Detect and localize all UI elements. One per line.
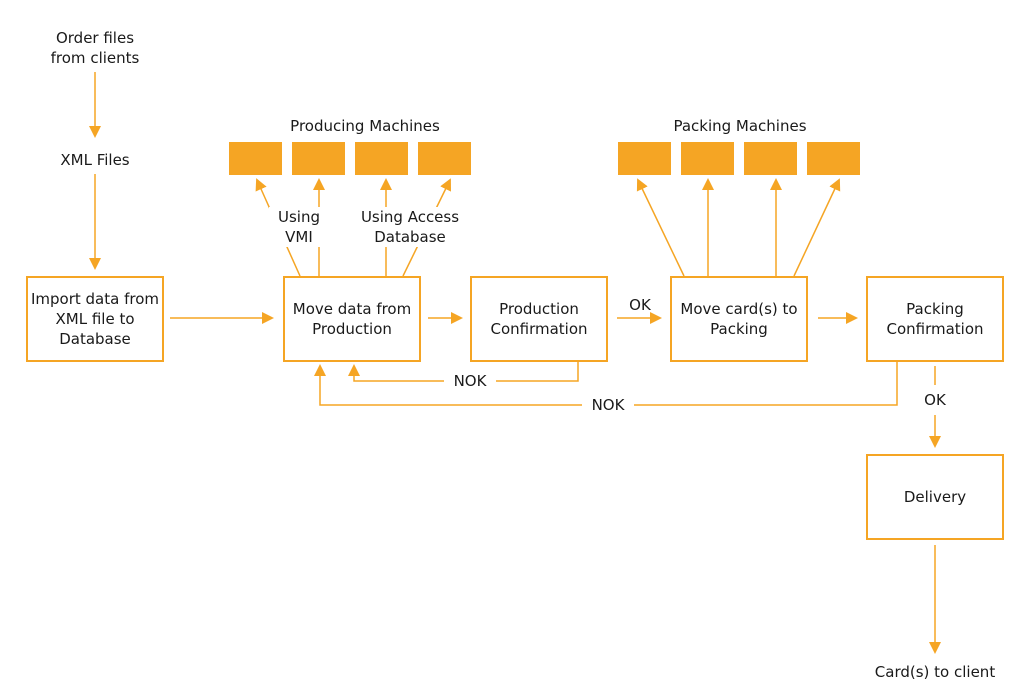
delivery-box: Delivery: [866, 454, 1004, 540]
nok-label-production: NOK: [444, 371, 496, 391]
producing-machine-1: [229, 142, 282, 175]
arrow-to-pack-machine-4: [793, 178, 841, 277]
packing-machines-label: Packing Machines: [673, 117, 807, 135]
production-confirmation-box: Production Confirmation: [470, 276, 608, 362]
producing-machines-label: Producing Machines: [290, 117, 440, 135]
cards-to-client-label: Card(s) to client: [874, 663, 996, 681]
producing-machine-3: [355, 142, 408, 175]
packing-machine-1: [618, 142, 671, 175]
ok-label-packing: OK: [924, 391, 946, 409]
order-files-label: Order files from clients: [50, 29, 140, 67]
producing-machine-2: [292, 142, 345, 175]
arrow-to-pack-machine-1: [636, 178, 685, 277]
packing-machine-3: [744, 142, 797, 175]
move-cards-packing-box: Move card(s) to Packing: [670, 276, 808, 362]
import-data-box: Import data from XML file to Database: [26, 276, 164, 362]
nok-label-packing: NOK: [582, 395, 634, 415]
ok-label-production: OK: [629, 296, 651, 314]
packing-confirmation-box: Packing Confirmation: [866, 276, 1004, 362]
xml-files-label: XML Files: [60, 151, 130, 169]
move-data-production-box: Move data from Production: [283, 276, 421, 362]
using-vmi-label: Using VMI: [269, 207, 329, 247]
packing-machine-4: [807, 142, 860, 175]
producing-machine-4: [418, 142, 471, 175]
packing-machine-2: [681, 142, 734, 175]
using-access-label: Using Access Database: [355, 207, 465, 247]
